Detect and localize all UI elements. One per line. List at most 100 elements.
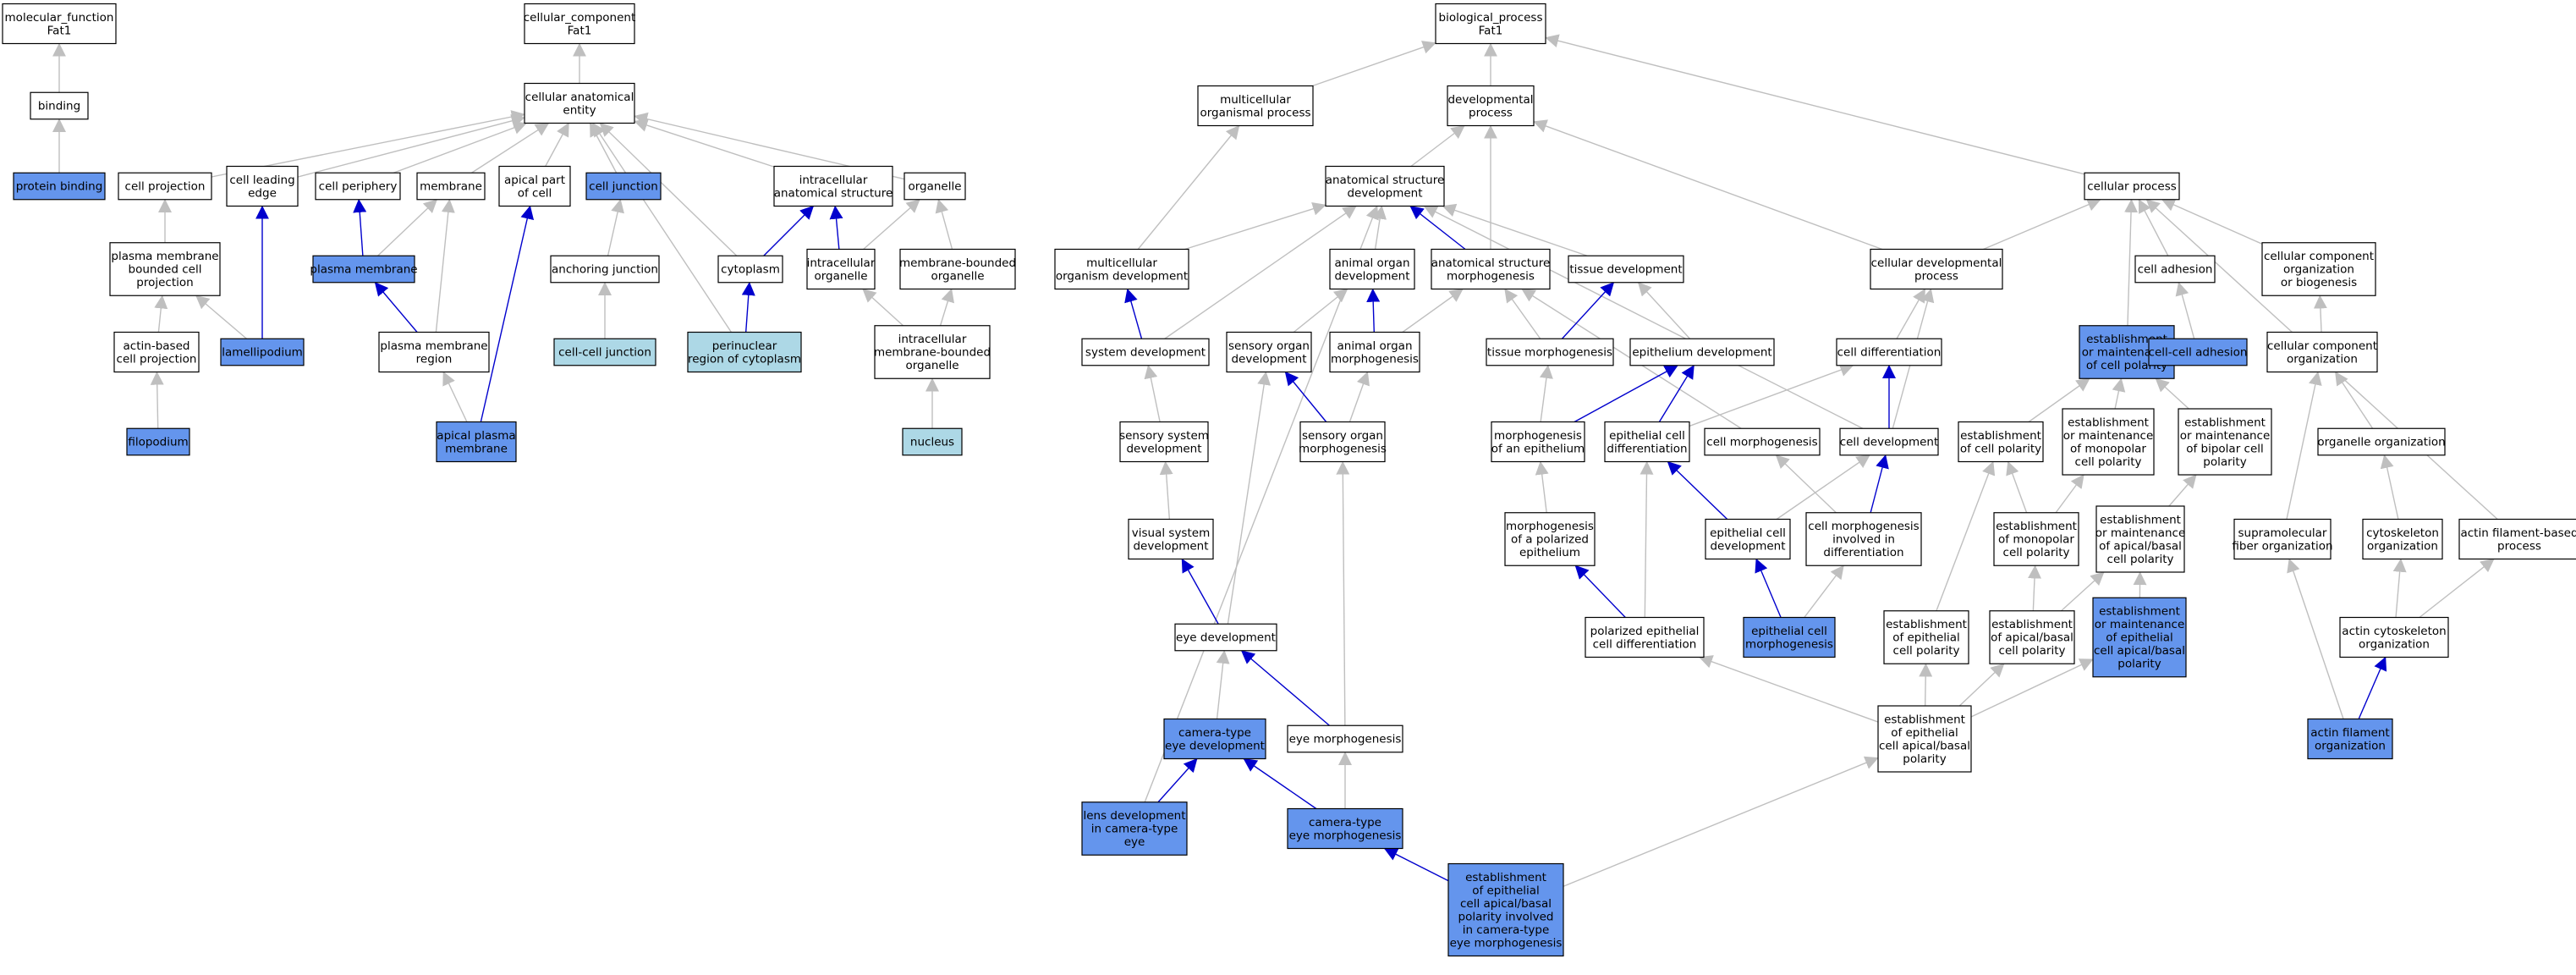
- edge-est_cell_pol-to-est_polarity: [2028, 377, 2090, 423]
- node-label-line: of bipolar cell: [2186, 442, 2264, 455]
- node-box: [806, 248, 876, 290]
- node-box: [874, 325, 991, 379]
- node-tissue-dev: tissue development: [1568, 255, 1684, 284]
- node-box: [1431, 248, 1551, 290]
- node-protein-binding: protein binding: [13, 172, 106, 201]
- node-org-org: organelle organization: [2317, 427, 2446, 456]
- edge-anchor_junc-to-cell_junction: [607, 198, 624, 256]
- node-label-line: polarity involved: [1458, 910, 1554, 923]
- node-label-line: organization: [2283, 263, 2354, 277]
- edge-animal_organ_dev-to-anat_dev: [1373, 205, 1387, 250]
- node-label-line: establishment: [1465, 871, 1546, 884]
- node-label-line: region of cytoplasm: [688, 352, 801, 366]
- edge-est_epith_apbas-to-est_maint_epith_apbas: [1970, 658, 2094, 718]
- edge-eye_dev-to-visual_dev: [1181, 558, 1219, 625]
- node-label-line: in camera-type: [1091, 823, 1178, 836]
- node-filopodium: filopodium: [126, 427, 190, 456]
- node-box: [1447, 862, 1564, 957]
- node-box: [1993, 512, 2079, 566]
- edge-cell_dev_proc-to-cellular_proc: [1983, 198, 2101, 251]
- node-box: [109, 242, 221, 296]
- node-label-line: polarized epithelial: [1590, 625, 1700, 638]
- node-label-line: of epithelial: [1892, 631, 1960, 645]
- node-box: [1163, 718, 1266, 760]
- node-label-line: establishment: [2099, 605, 2180, 619]
- edge-sense_organ_morph-to-animal_organ_morph: [1348, 371, 1370, 422]
- edge-est_epith_apbas-to-est_apbas_pol: [1958, 663, 2005, 707]
- node-label-line: actin filament-based: [2460, 526, 2576, 540]
- edge-epith_cell_dev-to-epith_cell_diff: [1667, 460, 1728, 521]
- edge-epith_dev-to-tissue_dev: [1637, 282, 1691, 339]
- node-label-line: intracellular: [799, 174, 868, 187]
- node-label-line: intracellular: [898, 333, 967, 346]
- edge-system_dev-to-multi_dev: [1124, 288, 1143, 339]
- node-label-line: of epithelial: [1891, 726, 1958, 740]
- edge-perinuclear-to-cytoplasm: [741, 281, 755, 333]
- node-box: [1081, 801, 1188, 856]
- node-label-line: or maintenance: [2095, 618, 2185, 631]
- node-box: [2095, 505, 2185, 573]
- edge-eye_dev-to-sense_organ_dev: [1227, 371, 1272, 625]
- node-label-line: in camera-type: [1463, 923, 1550, 937]
- node-label-line: supramolecular: [2238, 526, 2326, 540]
- edge-actin_proj-to-pm_bounded: [154, 295, 168, 333]
- node-label-line: cellular component: [2264, 250, 2374, 263]
- node-organelle: organelle: [904, 172, 966, 201]
- node-box: [1958, 421, 2044, 463]
- edge-est_epith_apbas_camera-to-camera_eye_morph: [1383, 847, 1449, 882]
- node-box: [378, 331, 490, 373]
- node-cytoplasm: cytoplasm: [717, 255, 783, 284]
- node-label-line: cell differentiation: [1837, 346, 1942, 360]
- node-cc-adhesion: cell-cell adhesion: [2148, 338, 2248, 366]
- node-label-line: cell polarity: [2107, 553, 2174, 566]
- edge-est_apbas_pol-to-est_apbas: [2061, 571, 2105, 612]
- edge-lamellipodium-to-pm_bounded: [195, 295, 247, 339]
- edge-camera_eye_morph-to-camera_eye_dev: [1243, 757, 1317, 810]
- node-label-line: sensory system: [1119, 429, 1209, 443]
- node-box: [585, 172, 662, 201]
- node-label-line: bounded cell: [129, 263, 202, 277]
- node-label-line: projection: [136, 276, 193, 289]
- node-box: [1054, 248, 1189, 290]
- node-label-line: fiber organization: [2232, 539, 2332, 553]
- node-label-line: Fat1: [568, 24, 592, 37]
- edge-polar_epith_diff-to-morph_polarized: [1574, 565, 1626, 618]
- edge-epith_cell_diff-to-epith_dev: [1658, 365, 1694, 422]
- node-box: [524, 3, 635, 45]
- node-label-line: epithelium: [1519, 546, 1580, 559]
- node-box: [1705, 518, 1791, 560]
- edge-est_apbas-to-est_bipolar: [2168, 474, 2197, 507]
- node-label-line: cell apical/basal: [1460, 897, 1552, 911]
- node-cc-junction: cell-cell junction: [553, 338, 656, 366]
- node-label-line: membrane-bounded: [874, 346, 991, 360]
- node-box: [2233, 518, 2332, 560]
- node-box: [1128, 518, 1214, 560]
- node-label-line: actin cytoskeleton: [2342, 625, 2446, 638]
- node-label-line: cell adhesion: [2138, 263, 2213, 277]
- node-label-line: establishment: [2184, 416, 2266, 429]
- node-label-line: organelle: [905, 359, 958, 372]
- node-label-line: organelle organization: [2317, 436, 2445, 449]
- node-label-line: entity: [563, 103, 596, 117]
- edge-est_mono-to-est_polarity: [2112, 377, 2126, 410]
- node-box: [1704, 427, 1821, 456]
- node-box: [1226, 331, 1312, 373]
- node-label-line: filopodium: [128, 436, 188, 449]
- node-label-line: establishment: [1996, 520, 2077, 533]
- node-label-line: molecular_function: [5, 11, 114, 25]
- node-label-line: visual system: [1132, 526, 1210, 540]
- node-label-line: of a polarized: [1511, 533, 1589, 547]
- node-label-line: organization: [2287, 352, 2358, 366]
- node-box: [2266, 331, 2378, 373]
- node-label-line: cell leading: [229, 174, 294, 187]
- node-label-line: plasma membrane: [380, 339, 487, 353]
- node-label-line: cytoskeleton: [2366, 526, 2439, 540]
